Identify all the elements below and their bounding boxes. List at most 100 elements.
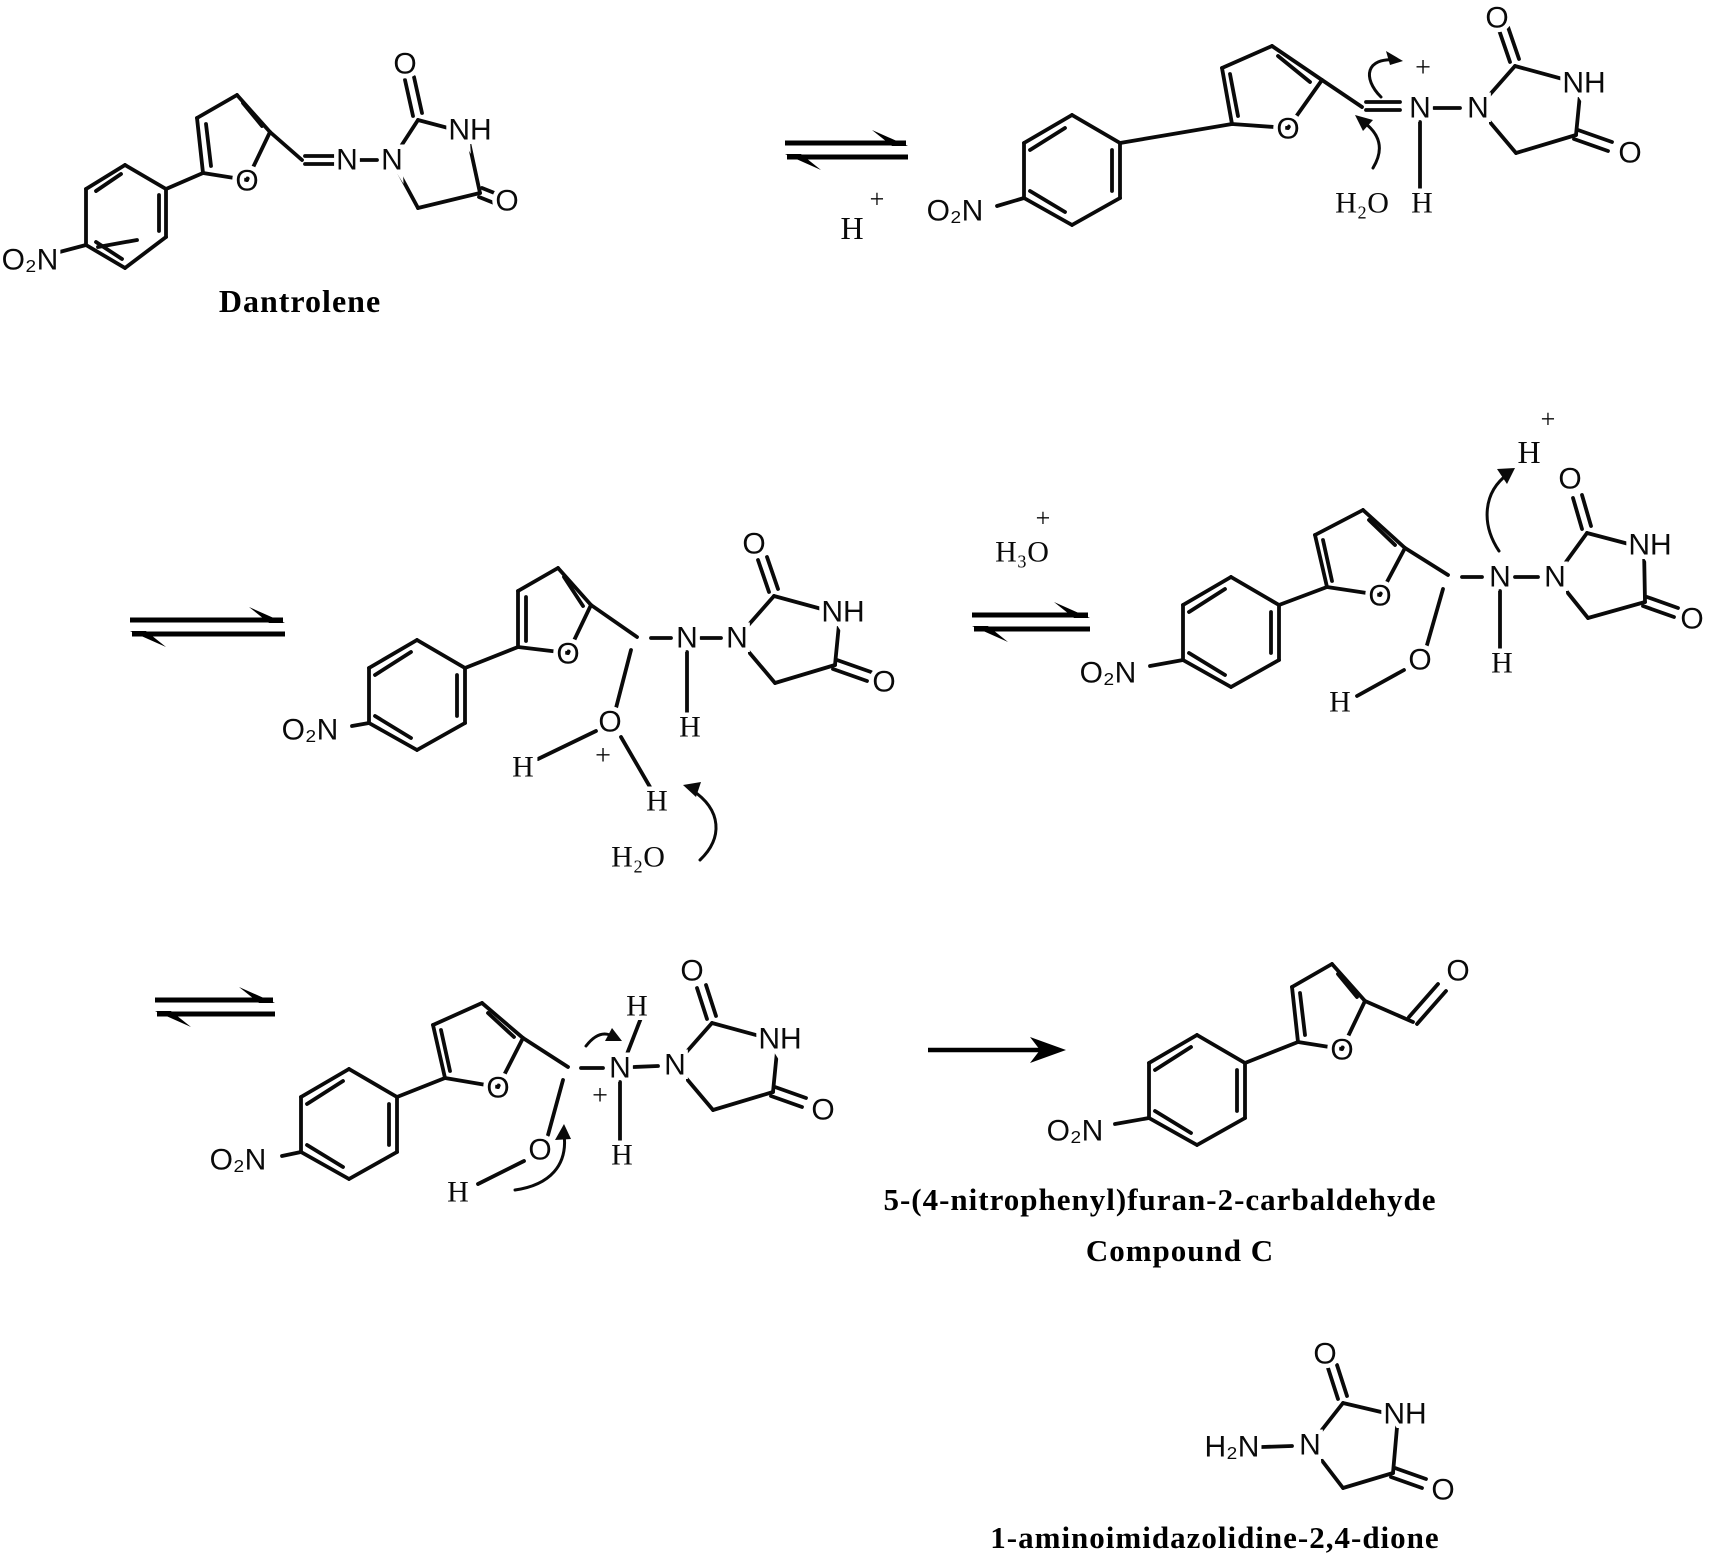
bond bbox=[439, 1028, 452, 1073]
equilibrium-arrow-reverse-head bbox=[155, 1011, 191, 1027]
bond bbox=[1290, 985, 1300, 1044]
bond bbox=[465, 131, 482, 195]
bond bbox=[373, 650, 413, 677]
atom-label-O: O bbox=[1618, 137, 1641, 170]
atom-label-O: O bbox=[1408, 644, 1431, 677]
atom-label-O: O bbox=[598, 706, 621, 739]
bond bbox=[1391, 1414, 1400, 1475]
bond bbox=[431, 1001, 484, 1027]
bond bbox=[1022, 113, 1074, 145]
bond bbox=[556, 566, 593, 607]
bond bbox=[589, 603, 639, 639]
bond bbox=[480, 186, 499, 196]
bond bbox=[765, 555, 780, 591]
bond bbox=[1070, 113, 1122, 145]
bond bbox=[1229, 575, 1281, 607]
bond bbox=[1571, 496, 1584, 531]
curved-electron-arrow-head bbox=[683, 782, 701, 797]
curved-electron-arrow bbox=[513, 1132, 567, 1192]
bond bbox=[1642, 546, 1647, 604]
bond bbox=[772, 594, 842, 616]
bond bbox=[443, 1076, 500, 1089]
bond-layer bbox=[50, 25, 1680, 1490]
atom-label-O: O bbox=[1276, 113, 1299, 146]
atom-label-H: H bbox=[1329, 686, 1351, 719]
bond bbox=[415, 638, 467, 670]
equilibrium-arrow-reverse-head bbox=[130, 631, 166, 647]
bond bbox=[735, 594, 776, 640]
atom-label-H: H bbox=[1517, 434, 1540, 470]
bond bbox=[1308, 1401, 1345, 1447]
bond bbox=[1645, 595, 1680, 610]
bond bbox=[477, 195, 496, 205]
curved-electron-arrow-head bbox=[1355, 115, 1373, 131]
atom-label-O: O bbox=[556, 638, 579, 671]
bond bbox=[1113, 1116, 1151, 1126]
atom-label-HO: H₂O bbox=[1335, 187, 1389, 220]
atom-label-H: H bbox=[447, 1176, 469, 1209]
bond bbox=[347, 1150, 399, 1181]
atom-label-ON: O₂N bbox=[282, 714, 339, 747]
bond bbox=[367, 721, 419, 752]
bond bbox=[367, 638, 419, 670]
bond bbox=[1270, 44, 1324, 82]
atom-label-O: O bbox=[742, 528, 765, 561]
bond bbox=[84, 163, 127, 191]
equilibrium-arrow-reverse-head bbox=[785, 154, 821, 170]
bond bbox=[403, 78, 415, 118]
atom-label-O: O bbox=[528, 1134, 551, 1167]
bond bbox=[416, 118, 469, 135]
bond bbox=[995, 196, 1026, 208]
equilibrium-arrow-forward-head bbox=[872, 130, 908, 146]
bond bbox=[1308, 1443, 1345, 1490]
bond bbox=[1415, 989, 1448, 1026]
atom-label-O: O bbox=[486, 1072, 509, 1105]
atom-label-O: O bbox=[872, 666, 895, 699]
atom-label-H: H bbox=[679, 711, 701, 744]
atom-label-H: H bbox=[512, 751, 534, 784]
bond bbox=[1286, 78, 1324, 130]
bond bbox=[1277, 585, 1329, 607]
atom-label-ON: O₂N bbox=[1047, 1115, 1104, 1148]
atom-label-O: O bbox=[680, 955, 703, 988]
bond bbox=[431, 1023, 447, 1080]
atom-label-ON: O₂N bbox=[2, 244, 59, 277]
bond bbox=[1296, 1040, 1344, 1051]
atom-label-NH: NH bbox=[821, 596, 864, 629]
bond bbox=[1513, 64, 1583, 86]
bond bbox=[1321, 538, 1334, 583]
bond bbox=[1574, 82, 1583, 137]
atom-label-HN: H₂N bbox=[1205, 1431, 1260, 1464]
bond bbox=[1147, 1033, 1199, 1065]
bond bbox=[516, 566, 560, 593]
curved-electron-arrow-head bbox=[605, 1028, 622, 1041]
bond bbox=[735, 636, 777, 685]
curved-electron-arrow bbox=[1368, 58, 1398, 99]
bond bbox=[1506, 25, 1521, 61]
bond bbox=[1335, 1363, 1349, 1398]
atom-label-O: O bbox=[495, 185, 518, 218]
bond bbox=[1367, 518, 1397, 547]
curved-electron-arrow-head bbox=[1386, 51, 1403, 65]
atom-label-+: + bbox=[870, 185, 885, 214]
atom-label-H: H bbox=[1491, 647, 1513, 680]
bond bbox=[1070, 196, 1122, 227]
bond bbox=[299, 1067, 351, 1099]
bond bbox=[1276, 54, 1312, 84]
bond bbox=[1553, 531, 1589, 579]
bond bbox=[412, 75, 424, 115]
bond bbox=[1403, 546, 1450, 577]
atom-label-HO: H₃O bbox=[995, 536, 1049, 569]
bond bbox=[1341, 1401, 1400, 1418]
bond bbox=[695, 986, 709, 1021]
forward-arrow-head bbox=[1030, 1037, 1066, 1063]
atom-label-O: O bbox=[1558, 463, 1581, 496]
bond bbox=[50, 243, 88, 256]
bond bbox=[480, 1001, 525, 1040]
bond bbox=[1153, 1109, 1193, 1135]
atom-label-H: H bbox=[626, 990, 648, 1023]
bond bbox=[1313, 533, 1329, 589]
bond bbox=[1147, 1116, 1199, 1147]
curved-electron-arrow bbox=[690, 788, 718, 862]
